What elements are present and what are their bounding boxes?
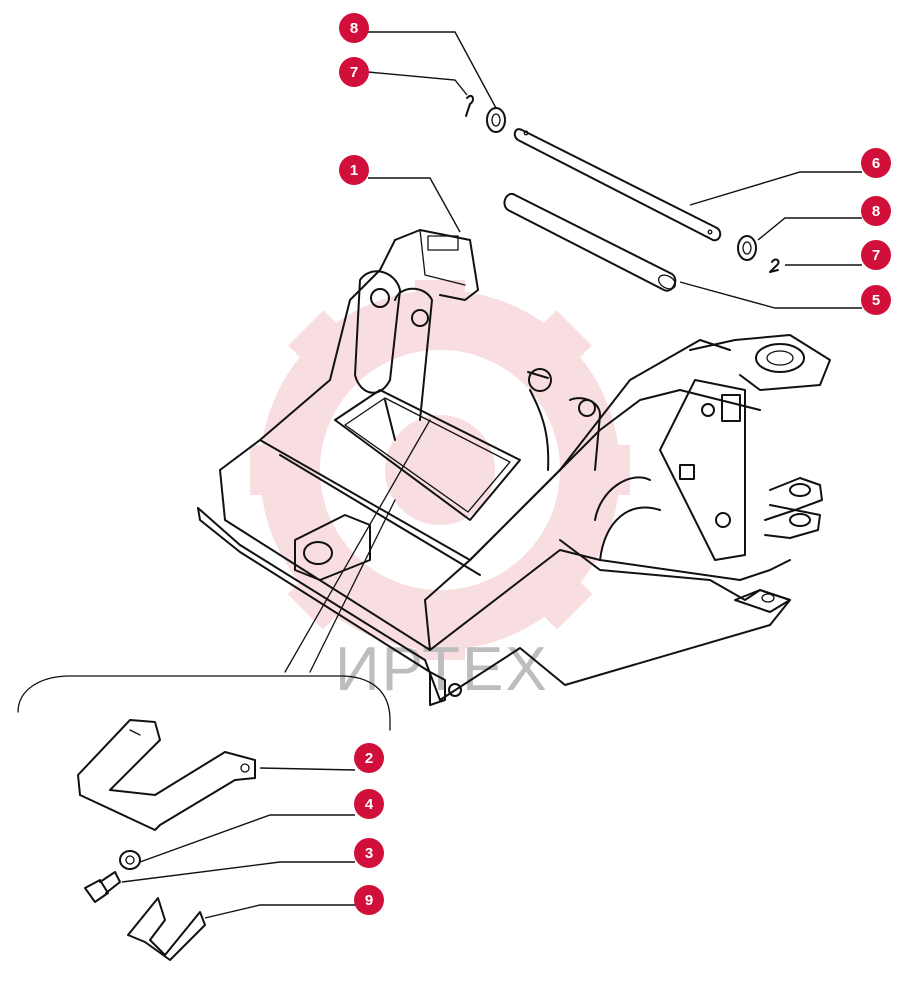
svg-text:2: 2 (365, 750, 373, 767)
callout-2: 2 (354, 743, 384, 773)
frame-assembly (197, 229, 831, 706)
watermark-text: ИРТЕХ (335, 635, 549, 704)
callout-8-top: 8 (339, 13, 369, 43)
svg-text:7: 7 (872, 247, 880, 264)
washer-right (737, 235, 757, 261)
svg-text:7: 7 (350, 64, 358, 81)
pin-long (513, 128, 722, 242)
svg-text:6: 6 (872, 155, 880, 172)
callout-9: 9 (354, 885, 384, 915)
watermark-gear-icon (250, 280, 630, 660)
callout-6: 6 (861, 148, 891, 178)
callout-3: 3 (354, 838, 384, 868)
svg-text:9: 9 (365, 892, 373, 909)
clip-top (465, 94, 474, 117)
bracket (127, 897, 206, 961)
small-washer (119, 850, 141, 870)
callout-7-top: 7 (339, 57, 369, 87)
svg-text:4: 4 (365, 796, 374, 813)
svg-text:3: 3 (365, 845, 373, 862)
leader-lines (121, 31, 862, 919)
washer-top (486, 107, 506, 133)
svg-text:8: 8 (872, 203, 880, 220)
callout-1: 1 (339, 155, 369, 185)
bolt (84, 871, 121, 903)
clip-right (769, 258, 780, 273)
pin-short (503, 192, 677, 292)
callout-5: 5 (861, 285, 891, 315)
clamp-strap (77, 719, 256, 831)
svg-text:8: 8 (350, 20, 358, 37)
callout-4: 4 (354, 789, 384, 819)
svg-text:5: 5 (872, 292, 880, 309)
callout-7-right: 7 (861, 240, 891, 270)
svg-text:1: 1 (350, 162, 358, 179)
callout-8-right: 8 (861, 196, 891, 226)
